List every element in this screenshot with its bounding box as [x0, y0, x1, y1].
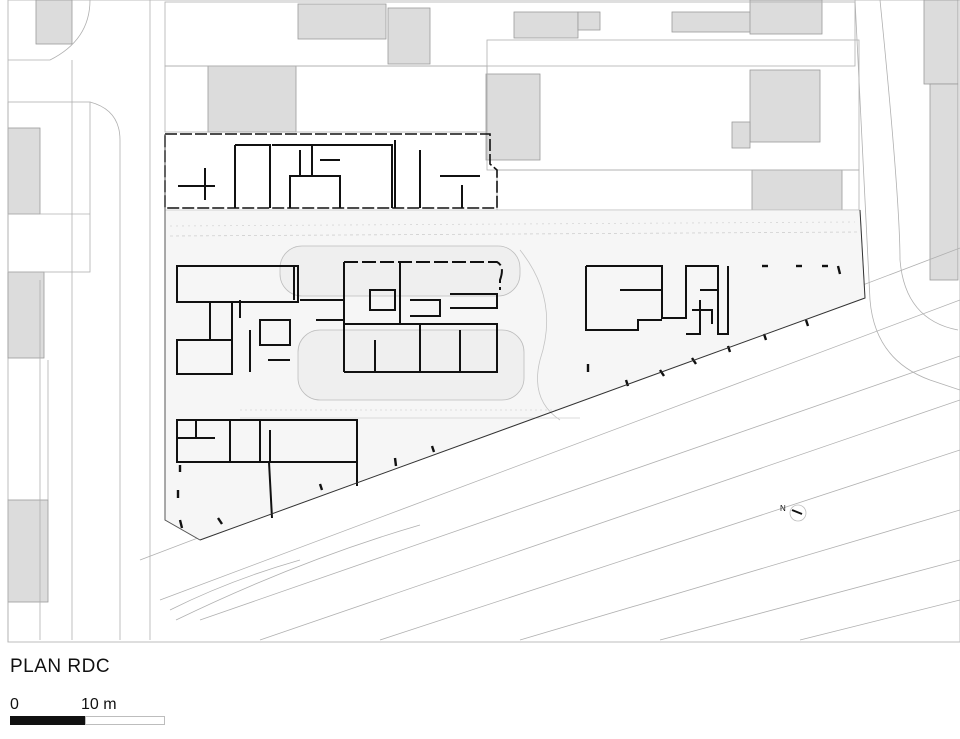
- scale-label-ten: 10 m: [81, 696, 117, 713]
- plan-title: PLAN RDC: [10, 656, 111, 677]
- site-plan: N: [7, 0, 960, 643]
- west-edge: [164, 134, 201, 541]
- courtyard: [164, 209, 866, 541]
- context-buildings: [7, 0, 959, 603]
- north-arrow: N: [780, 504, 807, 522]
- north-label: N: [780, 504, 786, 513]
- walls: [164, 133, 729, 519]
- scale-bar-open: [85, 716, 165, 725]
- scale-bar-solid: [10, 716, 85, 725]
- scale-label-zero: 0: [10, 696, 19, 713]
- facade-marks: [176, 264, 842, 529]
- boulevard-facade: [199, 209, 866, 541]
